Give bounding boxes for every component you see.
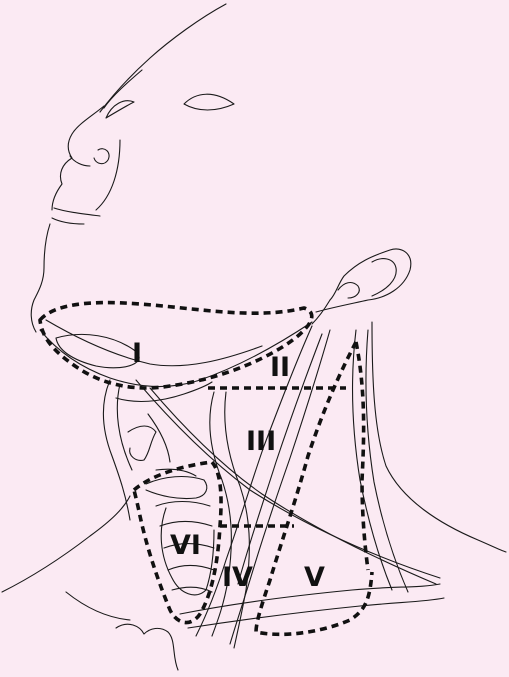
thyroid-cartilage: [128, 426, 156, 460]
neck-anatomy: [2, 320, 506, 670]
submandibular-gland: [56, 334, 139, 367]
level-III-label: III: [246, 426, 276, 457]
ear-canal: [338, 283, 359, 298]
chin-line: [31, 224, 50, 332]
level-I-label: I: [132, 338, 142, 369]
cheek-line: [96, 140, 120, 210]
eye-left: [106, 101, 134, 118]
mandible-inner: [46, 320, 262, 366]
level-VI-label: VI: [170, 530, 201, 561]
nose-tip: [70, 156, 90, 166]
nose-profile: [52, 106, 104, 210]
cricoid: [146, 477, 207, 499]
ear: [312, 249, 411, 324]
forehead-line: [100, 4, 226, 112]
lips-line: [52, 218, 84, 224]
hyoid-bone: [116, 382, 212, 401]
trachea-ring-1: [156, 502, 210, 507]
nostril: [94, 149, 109, 164]
level-IV-label: IV: [222, 562, 253, 593]
head-outline: [31, 4, 234, 332]
level-V-label: V: [304, 562, 325, 593]
ear-inner: [372, 259, 396, 296]
ear-lobe: [312, 300, 330, 324]
trachea-ring-2: [160, 522, 212, 527]
neck-front: [103, 380, 130, 520]
ear-outer: [316, 249, 411, 312]
eye-right: [184, 94, 234, 110]
brow-line: [104, 70, 142, 108]
shoulder-left-inner: [66, 592, 130, 620]
mouth-line: [54, 208, 100, 216]
sternal-notch: [116, 624, 178, 670]
trachea-ring-4: [168, 566, 214, 571]
clavicle-lower: [188, 598, 444, 628]
neck-front-2: [117, 384, 132, 470]
level-labels: I II III IV V VI: [132, 338, 325, 593]
level-II-label: II: [270, 352, 290, 383]
shoulder-left: [2, 496, 130, 592]
neck-back: [372, 322, 506, 552]
sternocleidomastoid-front: [196, 326, 312, 636]
